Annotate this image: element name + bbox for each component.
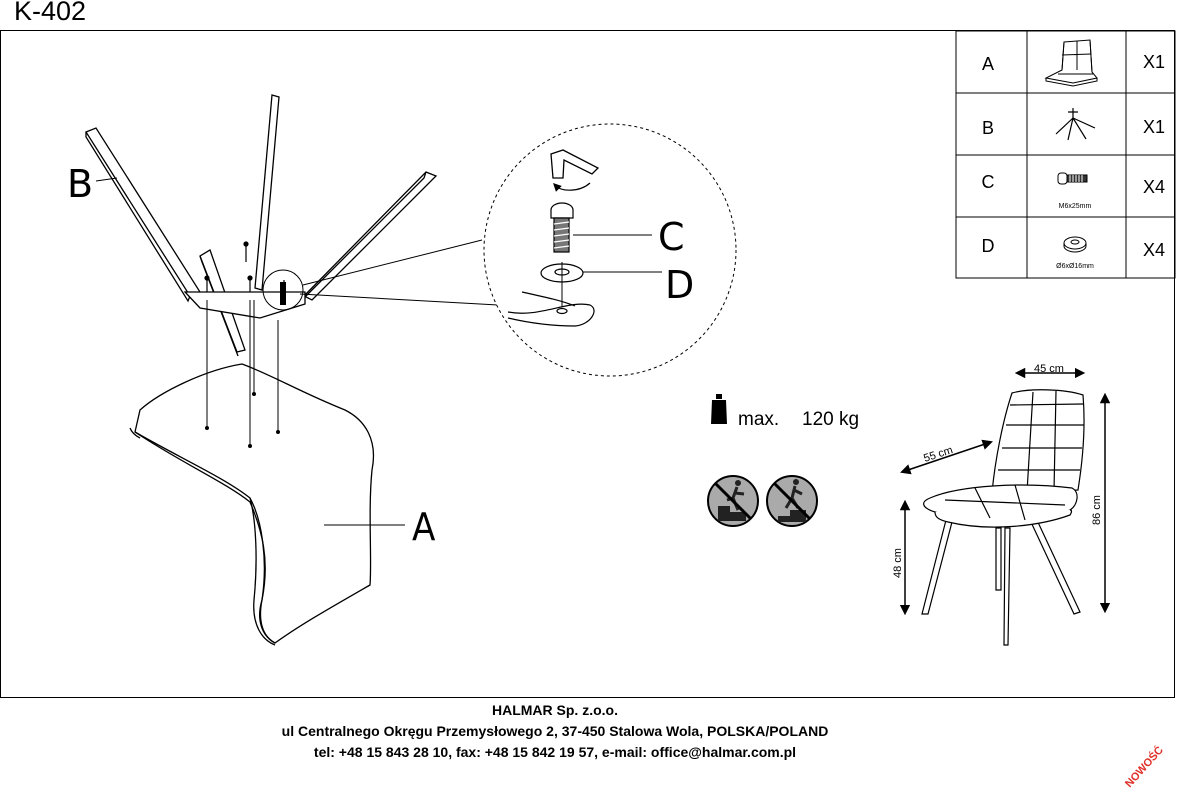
footer-address: ul Centralnego Okręgu Przemysłowego 2, 3… — [281, 723, 829, 739]
page-title: K-402 — [14, 0, 87, 26]
detail-bolt-icon — [550, 202, 574, 253]
washer-icon — [1063, 236, 1087, 253]
dim-depth: 55 cm — [922, 444, 954, 465]
chair-legs-frame-icon — [1055, 108, 1096, 141]
parts-row-a-qty: X1 — [1143, 52, 1165, 72]
parts-table — [955, 30, 1176, 279]
detail-magnifier — [483, 123, 737, 377]
parts-row-d-qty: X4 — [1143, 240, 1165, 260]
bolt-icon — [1057, 172, 1088, 185]
weight-icon — [711, 394, 727, 424]
dim-width: 45 cm — [1034, 363, 1064, 375]
no-standing-on-chair-icon — [707, 475, 759, 527]
dim-height: 86 cm — [1091, 495, 1103, 525]
parts-row-b-letter: B — [982, 118, 994, 138]
alignment-lines — [205, 300, 280, 448]
allen-key-icon — [550, 149, 600, 179]
parts-row-a-letter: A — [982, 54, 994, 74]
chair-seat-icon — [1044, 39, 1098, 87]
parts-row-c-letter: C — [982, 172, 995, 192]
callout-b: B — [67, 162, 93, 206]
parts-row-c-note: M6x25mm — [1059, 203, 1092, 210]
dimension-arrows — [899, 367, 1111, 616]
callout-c: C — [658, 215, 685, 259]
parts-row-b-qty: X1 — [1143, 117, 1165, 137]
chair-seat-part-a — [129, 363, 374, 646]
leg-frame-part-b — [85, 94, 438, 357]
dim-seat-height: 48 cm — [892, 548, 904, 578]
parts-row-c-qty: X4 — [1143, 177, 1165, 197]
diagram-frame — [0, 30, 1175, 698]
chair-dimension-drawing — [921, 389, 1085, 646]
footer-contact: tel: +48 15 843 28 10, fax: +48 15 842 1… — [313, 744, 797, 760]
detail-plate — [507, 291, 595, 327]
rotate-arrow-icon — [553, 182, 591, 192]
callout-d: D — [665, 263, 694, 307]
no-climbing-icon — [766, 475, 818, 527]
load-value: 120 kg — [802, 409, 859, 430]
parts-row-d-letter: D — [982, 236, 995, 256]
frame-bolts — [204, 241, 285, 292]
footer: HALMAR Sp. z.o.o. ul Centralnego Okręgu … — [0, 700, 1110, 763]
load-max-label: max. — [738, 409, 779, 430]
parts-row-d-note: Ø6xØ16mm — [1056, 263, 1094, 270]
footer-company: HALMAR Sp. z.o.o. — [492, 702, 618, 718]
callout-a: A — [412, 505, 436, 549]
